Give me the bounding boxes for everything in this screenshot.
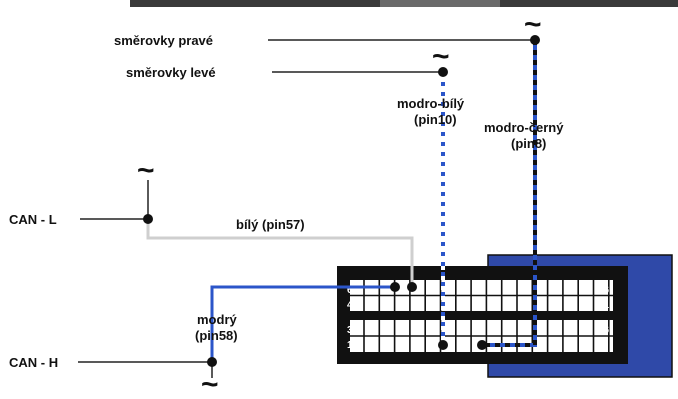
pin-label-1: 1 — [602, 340, 608, 351]
pin-label-45: 45 — [347, 300, 359, 311]
junction-left-turn — [438, 67, 448, 77]
label-blue-wire: modrý — [197, 312, 238, 327]
label-right-turn: směrovky pravé — [114, 33, 213, 48]
label-blue-white: modro-bílý — [397, 96, 465, 111]
pin-label-60: 60 — [347, 285, 359, 296]
white-wire-pin57 — [146, 219, 414, 287]
label-blue-white-pin: (pin10) — [414, 112, 457, 127]
pin-dot-57 — [407, 282, 417, 292]
pin-label-15: 15 — [347, 340, 359, 351]
label-blue-wire-pin: (pin58) — [195, 328, 238, 343]
pin-dot-58 — [390, 282, 400, 292]
label-left-turn: směrovky levé — [126, 65, 216, 80]
junction-can-l — [143, 214, 153, 224]
tilde-symbol: ~ — [137, 154, 155, 187]
label-blue-black: modro-černý — [484, 120, 564, 135]
tilde-symbol: ~ — [524, 8, 542, 41]
pin-label-30: 30 — [347, 325, 359, 336]
label-white-wire: bílý (pin57) — [236, 217, 305, 232]
pin-label-16: 16 — [598, 325, 610, 336]
pin-label-31: 31 — [598, 300, 610, 311]
label-blue-black-pin: (pin8) — [511, 136, 546, 151]
pin-label-46: 46 — [598, 285, 610, 296]
junction-right-turn — [530, 35, 540, 45]
label-can-h: CAN - H — [9, 355, 58, 370]
pin-dot-8 — [477, 340, 487, 350]
label-can-l: CAN - L — [9, 212, 57, 227]
pin-dot-10 — [438, 340, 448, 350]
blue-black-wire-black — [482, 40, 537, 347]
blue-wire-pin58 — [210, 285, 395, 362]
junction-can-h — [207, 357, 217, 367]
photo-strip-highlight — [380, 0, 500, 7]
tilde-symbol: ~ — [201, 368, 219, 394]
tilde-symbol: ~ — [432, 40, 450, 73]
